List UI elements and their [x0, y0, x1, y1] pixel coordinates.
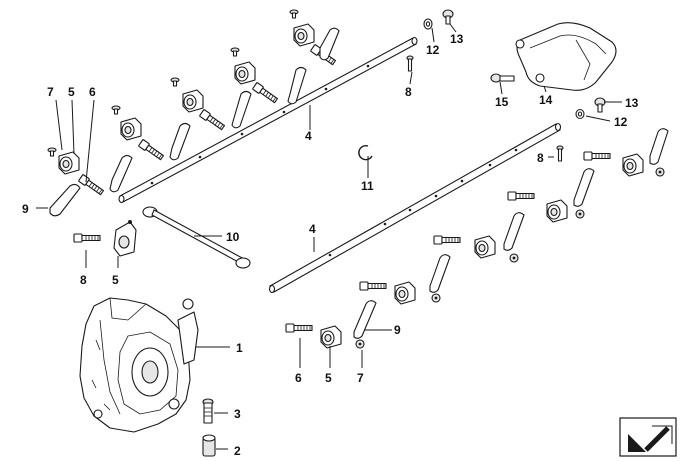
- circlip-11: [358, 144, 373, 161]
- callout-10: 10: [226, 230, 240, 244]
- callout-13-upper: 13: [450, 32, 464, 46]
- bolt-13-right: [594, 97, 606, 113]
- callout-3: 3: [234, 407, 241, 421]
- callout-labels: 1 2 3 4 4 5 5 5 6 6 7 7 8 8 8 9 9 10 11 …: [22, 32, 639, 458]
- washer-12-upper: [423, 18, 433, 30]
- callout-8-right: 8: [537, 151, 544, 165]
- callout-2: 2: [234, 444, 241, 458]
- callout-6-lower: 6: [295, 371, 302, 385]
- callout-9-right: 9: [394, 323, 401, 337]
- callout-5-left: 5: [112, 273, 119, 287]
- clamp-assembly-left: [73, 220, 137, 257]
- callout-12-upper: 12: [426, 43, 440, 57]
- callout-1: 1: [236, 341, 243, 355]
- callout-6-upper: 6: [89, 85, 96, 99]
- callout-8-left: 8: [80, 273, 87, 287]
- bolt-3: [202, 398, 214, 424]
- spacer-2: [202, 434, 216, 457]
- leader-lines: [36, 23, 622, 450]
- upper-lever-assembly: [47, 9, 340, 197]
- screw-8-right: [556, 145, 564, 162]
- bolt-15: [490, 73, 515, 83]
- cover-14: [515, 22, 617, 91]
- lower-shift-rod: [268, 122, 562, 294]
- callout-4-upper: 4: [305, 129, 312, 143]
- callout-8-upper: 8: [405, 85, 412, 99]
- callout-7-lower: 7: [357, 371, 364, 385]
- screw-8-upper: [406, 55, 414, 72]
- callout-5-upper: 5: [68, 85, 75, 99]
- callout-7-upper: 7: [47, 85, 54, 99]
- callout-11: 11: [361, 179, 374, 193]
- lever-arm-9-left: [49, 183, 81, 217]
- callout-13-right: 13: [625, 96, 639, 110]
- callout-9-left: 9: [22, 202, 29, 216]
- callout-14: 14: [539, 93, 553, 107]
- bolt-13-upper: [442, 9, 454, 25]
- lower-lever-assembly: [285, 128, 669, 349]
- link-rod-10: [142, 206, 251, 269]
- callout-4-lower: 4: [309, 222, 316, 236]
- upper-shift-rod: [118, 36, 418, 204]
- callout-5-lower: 5: [325, 371, 332, 385]
- callout-12-right: 12: [614, 115, 628, 129]
- arrow-down-left-icon: [619, 417, 677, 457]
- callout-15: 15: [495, 95, 509, 109]
- actuator-1: [79, 297, 199, 433]
- washer-12-right: [575, 108, 585, 120]
